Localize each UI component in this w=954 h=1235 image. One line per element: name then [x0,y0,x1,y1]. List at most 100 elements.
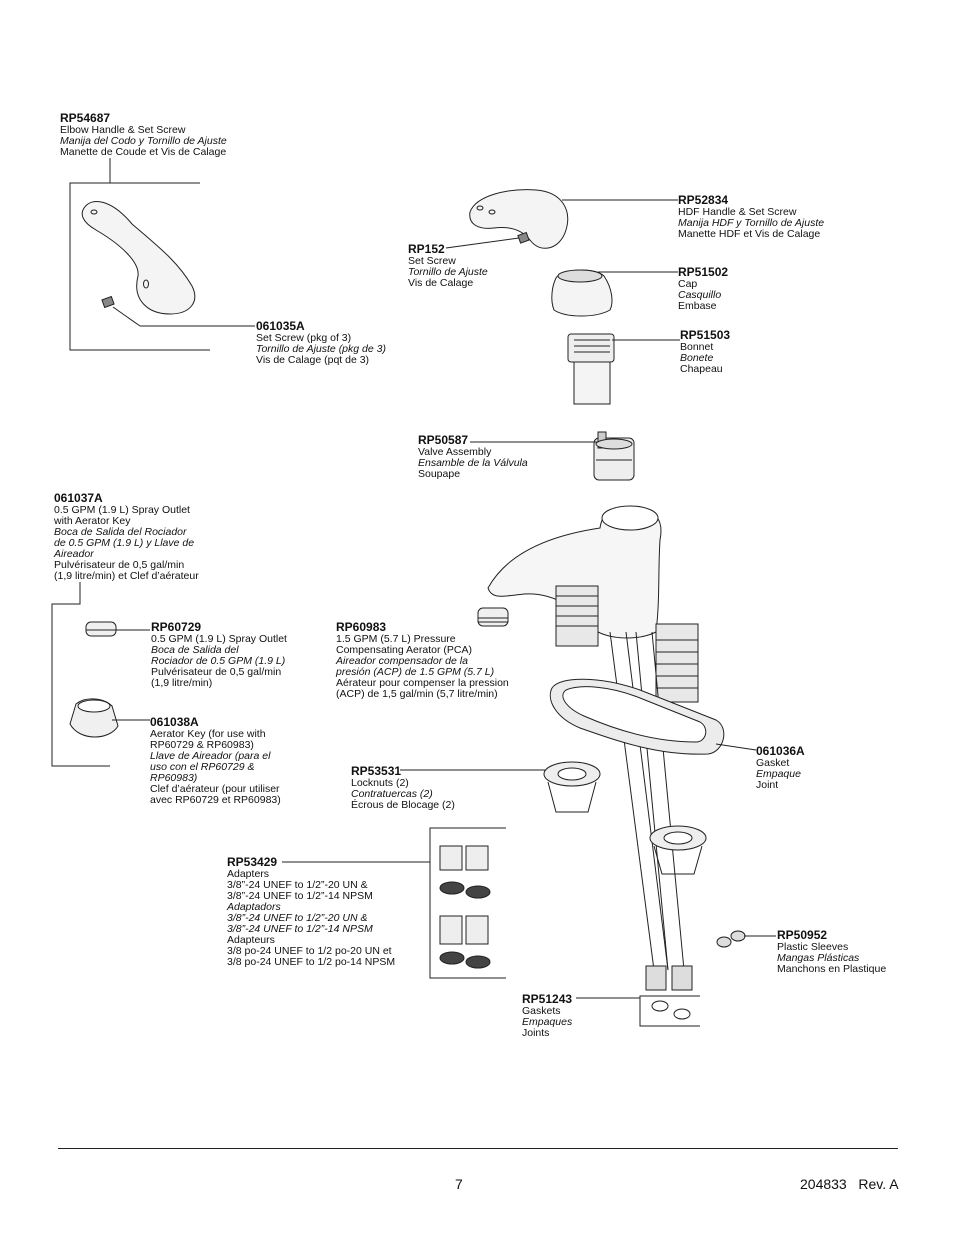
part-desc-line: Pulvérisateur de 0,5 gal/min [54,559,185,571]
page-number: 7 [455,1176,463,1192]
part-desc-line: (1,9 litre/min) [151,677,213,689]
part-desc-en: Cap [678,278,698,290]
part-desc-line: 0.5 GPM (1.9 L) Spray Outlet [151,633,287,645]
part-desc-fr: Chapeau [680,363,723,375]
label-061038a: 061038A Aerator Key (for use with RP6072… [150,716,281,806]
part-number: 061036A [756,744,805,758]
part-desc-line: presión (ACP) de 1.5 GPM (5.7 L) [336,666,495,678]
part-number: RP60729 [151,620,202,634]
part-desc-fr: Joint [756,779,779,791]
part-desc-line: Aérateur pour compenser la pression [336,677,509,689]
part-desc-es: Tornillo de Ajuste [408,266,488,278]
part-desc-line: Rociador de 0.5 GPM (1.9 L) [151,655,286,667]
part-desc-line: RP60729 & RP60983) [150,739,254,751]
label-rp51243: RP51243 Gaskets Empaques Joints [522,993,572,1039]
part-desc-es: Empaque [756,768,801,780]
aerator-key-illustration [69,698,150,738]
part-desc-line: (1,9 litre/min) et Clef d’aérateur [54,570,199,582]
part-number: RP51243 [522,992,573,1006]
part-number: RP50952 [777,928,828,942]
part-desc-line: Adaptadors [227,901,281,913]
label-rp60729: RP60729 0.5 GPM (1.9 L) Spray Outlet Boc… [151,621,287,689]
part-desc-fr: Écrous de Blocage (2) [351,799,455,811]
part-desc-line: Boca de Salida del Rociador [54,526,187,538]
part-desc-line: (ACP) de 1,5 gal/min (5,7 litre/min) [336,688,498,700]
label-061037a: 061037A 0.5 GPM (1.9 L) Spray Outlet wit… [54,492,199,582]
pca-aerator-illustration [477,607,509,627]
label-rp152: RP152 Set Screw Tornillo de Ajuste Vis d… [408,243,488,289]
part-number: RP54687 [60,111,111,125]
document-number: 204833 Rev. A [800,1176,899,1192]
part-desc-es: Ensamble de la Válvula [418,457,528,469]
part-desc-line: Aireador [54,548,94,560]
locknut-illustration [400,761,707,875]
part-desc-line: with Aerator Key [54,515,131,527]
part-desc-line: 3/8”-24 UNEF to 1/2”-14 NPSM [227,923,373,935]
part-desc-fr: Manette HDF et Vis de Calage [678,228,821,240]
part-desc-line: Boca de Salida del [151,644,239,656]
part-desc-en: Elbow Handle & Set Screw [60,124,186,136]
part-desc-line: Clef d’aérateur (pour utiliser [150,783,280,795]
label-rp51503: RP51503 Bonnet Bonete Chapeau [680,329,730,375]
part-desc-es: Empaques [522,1016,573,1028]
part-desc-en: Gasket [756,757,790,769]
part-number: RP51502 [678,265,729,279]
part-desc-fr: Manette de Coude et Vis de Calage [60,146,227,158]
part-number: 061035A [256,319,305,333]
hdf-handle-illustration [445,189,678,249]
part-desc-es: Mangas Plásticas [777,952,860,964]
elbow-handle-illustration [69,158,255,351]
part-desc-line: 0.5 GPM (1.9 L) Spray Outlet [54,504,190,516]
part-desc-fr: Vis de Calage [408,277,474,289]
part-number: 061037A [54,491,103,505]
spray-outlet-bracket [51,582,110,767]
part-desc-en: Set Screw [408,255,456,267]
part-desc-line: RP60983) [150,772,198,784]
part-desc-line: Aerator Key (for use with [150,728,266,740]
part-desc-en: Locknuts (2) [351,777,409,789]
label-rp51502: RP51502 Cap Casquillo Embase [678,266,728,312]
part-desc-line: Aireador compensador de la [336,655,468,667]
part-desc-en: Bonnet [680,341,714,353]
label-rp53531: RP53531 Locknuts (2) Contratuercas (2) É… [351,765,455,811]
part-desc-fr: Manchons en Plastique [777,963,887,975]
bonnet-illustration [567,333,680,405]
part-desc-line: 3/8”-24 UNEF to 1/2”-20 UN & [227,879,368,891]
part-number: RP52834 [678,193,729,207]
part-desc-fr: Vis de Calage (pqt de 3) [256,354,370,366]
part-desc-line: Llave de Aireador (para el [150,750,271,762]
part-desc-line: Pulvérisateur de 0,5 gal/min [151,666,282,678]
part-desc-es: Manija del Codo y Tornillo de Ajuste [60,135,227,147]
part-desc-es: Tornillo de Ajuste (pkg de 3) [256,343,386,355]
part-desc-line: de 0.5 GPM (1.9 L) y Llave de [54,537,195,549]
valve-illustration [470,431,635,481]
cap-illustration [551,269,678,317]
label-rp50952: RP50952 Plastic Sleeves Mangas Plásticas… [777,929,886,975]
label-rp53429: RP53429 Adapters 3/8”-24 UNEF to 1/2”-20… [227,856,395,968]
gasket-illustration [549,678,757,755]
part-number: RP51503 [680,328,731,342]
part-number: 061038A [150,715,199,729]
part-desc-fr: Embase [678,300,717,312]
part-desc-es: Manija HDF y Tornillo de Ajuste [678,217,825,229]
label-061036a: 061036A Gasket Empaque Joint [756,745,805,791]
part-desc-en: Valve Assembly [418,446,492,458]
part-desc-line: Compensating Aerator (PCA) [336,644,472,656]
part-desc-line: avec RP60729 et RP60983) [150,794,281,806]
label-rp52834: RP52834 HDF Handle & Set Screw Manija HD… [678,194,824,240]
label-rp60983: RP60983 1.5 GPM (5.7 L) Pressure Compens… [336,621,509,700]
gaskets-bracket [576,995,700,1027]
part-desc-es: Contratuercas (2) [351,788,433,800]
label-rp54687: RP54687 Elbow Handle & Set Screw Manija … [60,112,227,158]
part-desc-fr: Soupape [418,468,461,480]
plastic-sleeves-illustration [716,930,776,948]
part-desc-en: Set Screw (pkg of 3) [256,332,352,344]
footer-rule [58,1148,898,1149]
part-number: RP53531 [351,764,402,778]
part-desc-en: HDF Handle & Set Screw [678,206,797,218]
adapters-bracket [282,827,506,979]
part-desc-line: 3/8 po-24 UNEF to 1/2 po-14 NPSM [227,956,396,968]
faucet-body-illustration [487,505,699,991]
part-desc-line: 3/8”-24 UNEF to 1/2”-14 NPSM [227,890,373,902]
